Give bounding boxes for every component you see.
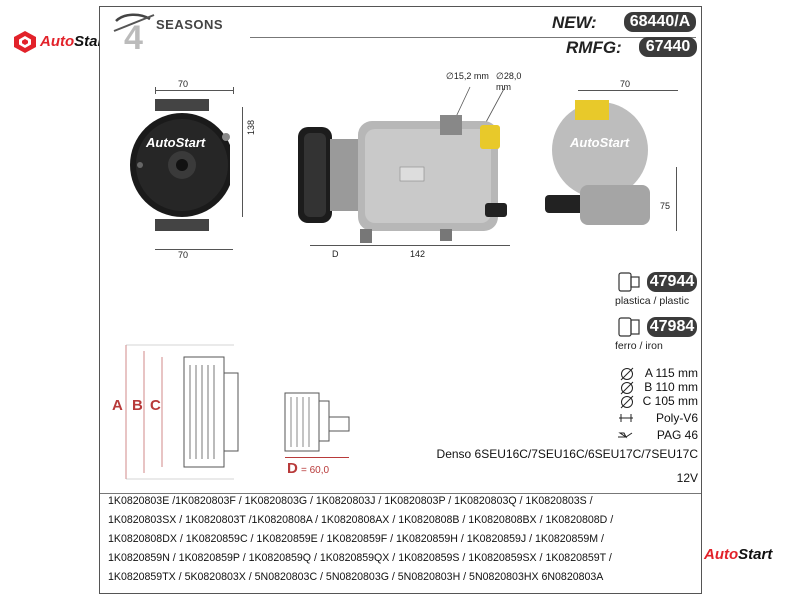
spec-voltage: 12V xyxy=(676,471,698,485)
side-d-dimension: D xyxy=(332,249,339,259)
part-numbers-line-1: 1K0820803E /1K0820803F / 1K0820803G / 1K… xyxy=(108,495,593,507)
rear-drawing xyxy=(545,100,650,225)
spec-a: A 115 mm xyxy=(644,366,698,380)
rear-top-dimension: 70 xyxy=(620,79,631,89)
pulley-dim-b: B xyxy=(132,397,143,414)
pulley-depth-value: = 60,0 xyxy=(301,465,330,476)
spec-belt: Poly-V6 xyxy=(655,411,698,425)
new-label: NEW: xyxy=(552,13,597,32)
belt-icon xyxy=(619,414,633,422)
spec-table: A 115 mm B 110 mm C 105 mm Poly-V6 PAG 4… xyxy=(410,365,700,490)
iron-connector-icon xyxy=(618,317,640,337)
connector-iron: 47984 ferro / iron xyxy=(595,314,700,354)
seasons-wordmark: SEASONS xyxy=(156,17,224,32)
front-view-illustration: 70 AutoStart 138 70 xyxy=(130,77,280,267)
spec-model: Denso 6SEU16C/7SEU16C/6SEU17C/7SEU17C xyxy=(436,447,698,461)
pulley-profile-svg xyxy=(125,344,239,480)
photo-watermark-front: AutoStart xyxy=(146,135,206,150)
front-side-dimension: 138 xyxy=(246,119,256,135)
autostart-wordmark-right: AutoStart xyxy=(704,546,773,563)
pulley-depth-label: D xyxy=(287,460,298,477)
plastic-connector-material: plastica / plastic xyxy=(615,295,690,307)
front-top-dimension: 70 xyxy=(178,79,189,89)
part-list-divider xyxy=(100,493,701,494)
spec-c: C 105 mm xyxy=(642,394,698,408)
product-sheet: 4 SEASONS NEW: 68440/A RMFG: 67440 70 Au… xyxy=(99,6,702,594)
diameter-icon xyxy=(620,367,634,381)
autostart-logo-left: AutoStart xyxy=(12,30,132,56)
compressor-drawing xyxy=(298,86,507,243)
port-diameter-2: ∅28,0 mm xyxy=(496,71,522,92)
front-bottom-dimension: 70 xyxy=(178,250,189,260)
four-seasons-logo: 4 SEASONS xyxy=(110,11,224,51)
pulley-depth-svg xyxy=(284,392,350,452)
part-numbers-line-5: 1K0820859TX / 5K0820803X / 5N0820803C / … xyxy=(108,571,604,583)
iron-connector-material: ferro / iron xyxy=(615,340,663,352)
four-digit: 4 xyxy=(124,19,143,51)
diameter-icon xyxy=(620,395,634,409)
compressor-side-illustration: ∅15,2 mm ∅28,0 mm D 142 xyxy=(290,69,525,269)
part-numbers-line-4: 1K0820859N / 1K0820859P / 1K0820859Q / 1… xyxy=(108,552,612,564)
new-code-badge: 68440/A xyxy=(624,12,696,32)
connector-plastic: 47944 plastica / plastic xyxy=(595,269,700,309)
oil-can-icon xyxy=(618,432,633,439)
oe-part-numbers: 1K0820803E /1K0820803F / 1K0820803G / 1K… xyxy=(108,495,698,591)
plastic-connector-code: 47944 xyxy=(647,272,697,292)
pulley-depth-drawing: D = 60,0 xyxy=(275,387,385,482)
spec-b: B 110 mm xyxy=(644,380,698,394)
rmfg-code-badge: 67440 xyxy=(639,37,697,57)
diameter-icon xyxy=(620,381,634,395)
iron-connector-code: 47984 xyxy=(647,317,697,337)
compressor-rear-illustration: 70 AutoStart 75 xyxy=(540,77,690,257)
pulley-section-drawing: A B C xyxy=(108,337,268,487)
photo-watermark-rear: AutoStart xyxy=(570,135,630,150)
part-numbers-line-3: 1K0820808DX / 1K0820859C / 1K0820859E / … xyxy=(108,533,604,545)
part-numbers-line-2: 1K0820803SX / 1K0820803T /1K0820808A / 1… xyxy=(108,514,614,526)
autostart-badge-icon xyxy=(14,31,36,53)
rmfg-label: RMFG: xyxy=(566,38,622,57)
rear-side-dimension: 75 xyxy=(660,201,671,211)
port-diameter-1: ∅15,2 mm xyxy=(446,71,489,81)
pulley-dim-c: C xyxy=(150,397,161,414)
spec-oil: PAG 46 xyxy=(656,428,698,442)
front-pulley-drawing xyxy=(130,99,230,231)
pulley-dim-a: A xyxy=(112,397,123,414)
header-divider xyxy=(250,37,696,38)
four-seasons-emblem-icon: 4 xyxy=(113,13,155,51)
side-length-dimension: 142 xyxy=(410,249,426,259)
plastic-connector-icon xyxy=(618,272,640,292)
